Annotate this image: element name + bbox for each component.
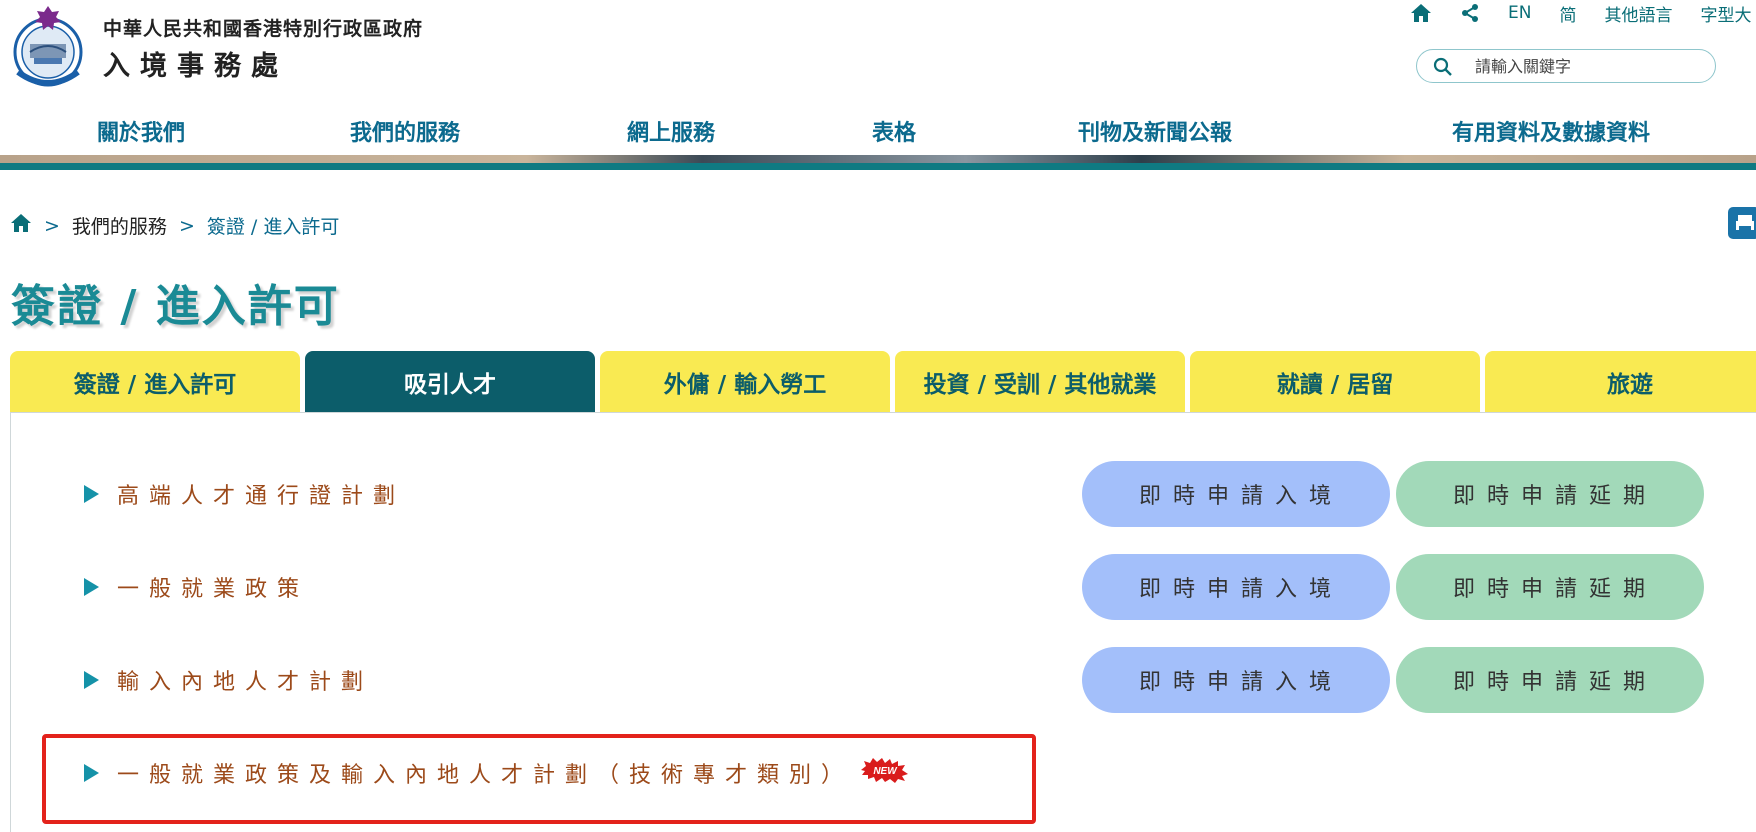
apply-extension-button[interactable]: 即時申請延期 [1396,554,1704,620]
nav-our-services[interactable]: 我們的服務 [350,121,461,146]
tab-study-residence[interactable]: 就讀 / 居留 [1190,351,1480,413]
breadcrumb-separator: > [178,214,195,237]
breadcrumb-current: 簽證 / 進入許可 [206,216,340,238]
scheme-link-general-employment[interactable]: 一般就業政策 [84,571,309,603]
scheme-label: 一般就業政策及輸入內地人才計劃（技術專才類別） [117,763,854,788]
nav-about-us[interactable]: 關於我們 [97,121,186,146]
triangle-bullet-icon [84,578,99,596]
banner-image-strip [0,155,1756,163]
breadcrumb: > 我們的服務 > 簽證 / 進入許可 [10,212,339,239]
tab-travel[interactable]: 旅遊 [1485,351,1756,413]
nav-publications-press[interactable]: 刊物及新聞公報 [1078,121,1233,146]
main-nav: 關於我們 我們的服務 網上服務 表格 刊物及新聞公報 有用資料及數據資料 [0,115,1756,155]
scheme-link-technical-talent[interactable]: 一般就業政策及輸入內地人才計劃（技術專才類別） NEW [84,757,911,789]
triangle-bullet-icon [84,671,99,689]
new-badge-icon: NEW [859,757,911,789]
scheme-label: 輸入內地人才計劃 [117,670,374,695]
triangle-bullet-icon [84,485,99,503]
apply-extension-button[interactable]: 即時申請延期 [1396,647,1704,713]
scheme-label: 一般就業政策 [117,577,310,602]
nav-useful-info-statistics[interactable]: 有用資料及數據資料 [1452,121,1651,146]
nav-forms[interactable]: 表格 [872,121,917,146]
share-icon[interactable] [1460,3,1480,23]
scheme-label: 高端人才通行證計劃 [117,484,406,509]
print-button[interactable] [1728,207,1756,239]
lang-sc-link[interactable]: 简 [1559,5,1577,26]
page-title: 簽證 / 進入許可 [11,281,340,332]
nav-e-services[interactable]: 網上服務 [627,121,716,146]
font-size-link[interactable]: 字型大 [1700,5,1752,26]
site-header: 中華人民共和國香港特別行政區政府 入境事務處 EN 简 其他語言 字型大 關於我… [0,0,1756,170]
tab-domestic-helper-labour[interactable]: 外傭 / 輸入勞工 [600,351,890,413]
lang-en-link[interactable]: EN [1508,3,1532,23]
apply-extension-button[interactable]: 即時申請延期 [1396,461,1704,527]
new-badge-text: NEW [873,766,898,777]
other-language-link[interactable]: 其他語言 [1604,5,1673,26]
home-icon[interactable] [1410,3,1432,23]
search-icon[interactable] [1433,57,1453,81]
print-icon [1728,215,1756,243]
banner-divider [0,163,1756,170]
tab-visa-entry-permit[interactable]: 簽證 / 進入許可 [10,351,300,413]
apply-entry-button[interactable]: 即時申請入境 [1082,554,1390,620]
scheme-link-top-talent-pass[interactable]: 高端人才通行證計劃 [84,478,405,510]
tab-content-panel [10,412,1756,832]
immigration-emblem-logo[interactable] [10,2,86,88]
search-box [1416,49,1716,83]
apply-entry-button[interactable]: 即時申請入境 [1082,647,1390,713]
utility-bar: EN 简 其他語言 字型大 [1410,0,1756,26]
category-tabs: 簽證 / 進入許可 吸引人才 外傭 / 輸入勞工 投資 / 受訓 / 其他就業 … [10,351,1756,413]
tab-talent-attraction[interactable]: 吸引人才 [305,351,595,413]
department-name: 入境事務處 [103,51,288,82]
scheme-link-mainland-talent[interactable]: 輸入內地人才計劃 [84,664,373,696]
breadcrumb-our-services[interactable]: 我們的服務 [71,216,167,238]
highlight-box [42,734,1036,824]
apply-entry-button[interactable]: 即時申請入境 [1082,461,1390,527]
government-name: 中華人民共和國香港特別行政區政府 [103,18,424,40]
breadcrumb-separator: > [44,214,60,237]
triangle-bullet-icon [84,764,99,782]
search-input[interactable] [1475,54,1705,78]
tab-investment-training-employment[interactable]: 投資 / 受訓 / 其他就業 [895,351,1185,413]
home-icon[interactable] [10,213,32,238]
